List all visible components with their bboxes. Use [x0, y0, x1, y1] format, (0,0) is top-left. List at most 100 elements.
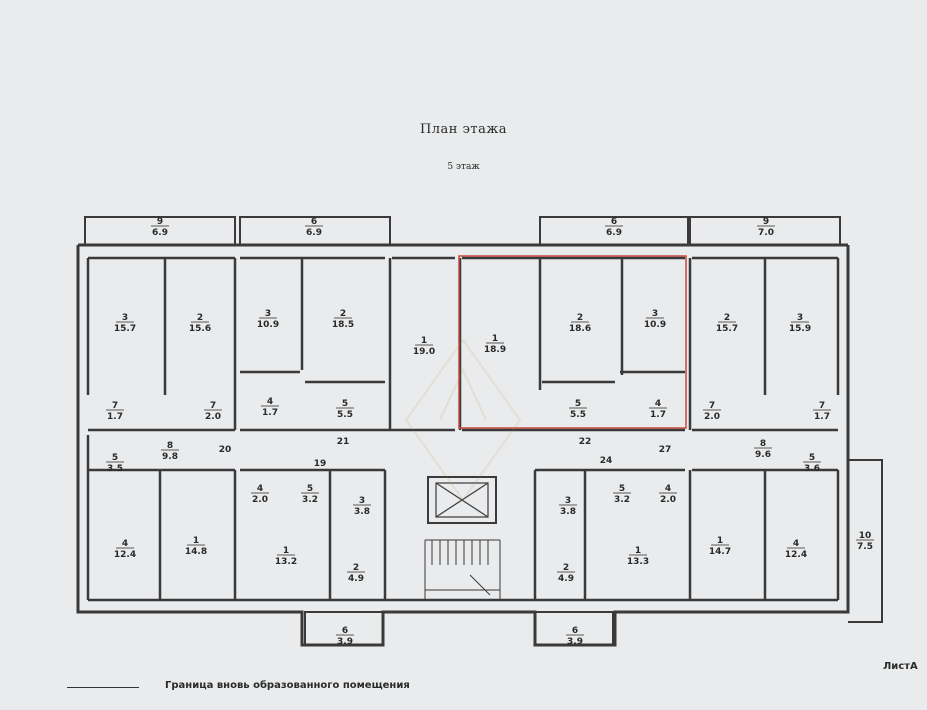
room-label: 33.8 [353, 496, 371, 517]
balcony-1 [84, 216, 236, 246]
room-label: 63.9 [566, 626, 584, 647]
room-number: 5 [307, 484, 313, 494]
room-label: 41.7 [261, 397, 279, 418]
room-label: 71.7 [106, 401, 124, 422]
room-number: 7 [819, 401, 825, 411]
room-label: 53.2 [613, 484, 631, 505]
room-number: 2 [197, 313, 203, 323]
room-label: 310.9 [644, 309, 666, 330]
balcony-4 [689, 216, 841, 246]
walls [76, 216, 883, 647]
sheet-mark: ЛистА [883, 661, 918, 672]
room-number: 6 [311, 217, 317, 227]
room-area: 7.5 [857, 542, 873, 552]
room-number: 3 [565, 496, 571, 506]
room-area: 15.6 [189, 324, 211, 334]
room-label: 107.5 [856, 531, 874, 552]
room-label: 118.9 [484, 334, 506, 355]
room-area: 2.0 [252, 495, 268, 505]
room-area: 1.7 [650, 410, 666, 420]
room-label: 33.8 [559, 496, 577, 517]
room-area: 14.7 [709, 547, 731, 557]
elevator-cross [435, 482, 489, 518]
room-label: 113.2 [275, 546, 297, 567]
room-number: 10 [859, 531, 872, 541]
stairs [424, 539, 501, 600]
room-label: 315.7 [114, 313, 136, 334]
room-number: 7 [112, 401, 118, 411]
room-area: 2.0 [704, 412, 720, 422]
room-label: 24.9 [347, 563, 365, 584]
room-label: 89.8 [161, 441, 179, 462]
room-area: 3.8 [354, 507, 370, 517]
room-area: 10.9 [644, 320, 666, 330]
balcony-2 [239, 216, 391, 246]
room-area: 4.9 [558, 574, 574, 584]
room-label: 114.7 [709, 536, 731, 557]
horizontal-partitions [88, 256, 838, 602]
room-area: 13.2 [275, 557, 297, 567]
room-area: 1.7 [107, 412, 123, 422]
room-area: 1.7 [262, 408, 278, 418]
room-area: 18.5 [332, 320, 354, 330]
legend-line [67, 687, 139, 688]
room-label: 113.3 [627, 546, 649, 567]
new-room-boundary [458, 255, 687, 429]
room-area: 6.9 [306, 228, 322, 238]
room-number: 1 [193, 536, 199, 546]
room-number: 6 [611, 217, 617, 227]
room-number: 1 [492, 334, 498, 344]
room-area: 6.9 [606, 228, 622, 238]
room-label: 97.0 [757, 217, 775, 238]
room-area: 4.9 [348, 574, 364, 584]
room-number: 7 [210, 401, 216, 411]
room-number: 3 [359, 496, 365, 506]
room-area: 2.0 [660, 495, 676, 505]
outer-wall [76, 245, 850, 647]
room-label: 412.4 [114, 539, 136, 560]
legend-text: Граница вновь образованного помещения [165, 680, 410, 691]
room-number: 8 [760, 439, 766, 449]
room-label: 96.9 [151, 217, 169, 238]
room-label: 71.7 [813, 401, 831, 422]
room-number: 3 [652, 309, 658, 319]
room-number: 4 [793, 539, 799, 549]
room-number: 5 [342, 399, 348, 409]
room-number: 9 [763, 217, 769, 227]
room-area: 15.9 [789, 324, 811, 334]
room-label: 72.0 [204, 401, 222, 422]
room-area: 3.9 [337, 637, 353, 647]
room-number: 7 [709, 401, 715, 411]
room-label: 412.4 [785, 539, 807, 560]
page-title: План этажа [419, 122, 508, 137]
corridor-number: 22 [579, 437, 592, 447]
room-number: 2 [353, 563, 359, 573]
room-area: 13.3 [627, 557, 649, 567]
room-label: 72.0 [703, 401, 721, 422]
room-number: 5 [112, 453, 118, 463]
room-number: 1 [717, 536, 723, 546]
room-number: 1 [283, 546, 289, 556]
room-number: 3 [122, 313, 128, 323]
room-area: 12.4 [785, 550, 807, 560]
balcony-bottom-1 [304, 611, 384, 646]
elevator-inner [435, 482, 489, 518]
room-label: 66.9 [605, 217, 623, 238]
room-label: 63.9 [336, 626, 354, 647]
corridor-number: 20 [219, 445, 232, 455]
room-number: 1 [635, 546, 641, 556]
room-area: 18.6 [569, 324, 591, 334]
room-area: 3.2 [302, 495, 318, 505]
room-label: 310.9 [257, 309, 279, 330]
room-number: 3 [265, 309, 271, 319]
room-label: 114.8 [185, 536, 207, 557]
room-label: 55.5 [336, 399, 354, 420]
room-number: 6 [342, 626, 348, 636]
watermark-logo [404, 338, 522, 502]
room-number: 3 [797, 313, 803, 323]
room-label: 53.6 [803, 453, 821, 474]
room-number: 8 [167, 441, 173, 451]
room-area: 19.0 [413, 347, 435, 357]
room-number: 4 [665, 484, 671, 494]
room-area: 2.0 [205, 412, 221, 422]
